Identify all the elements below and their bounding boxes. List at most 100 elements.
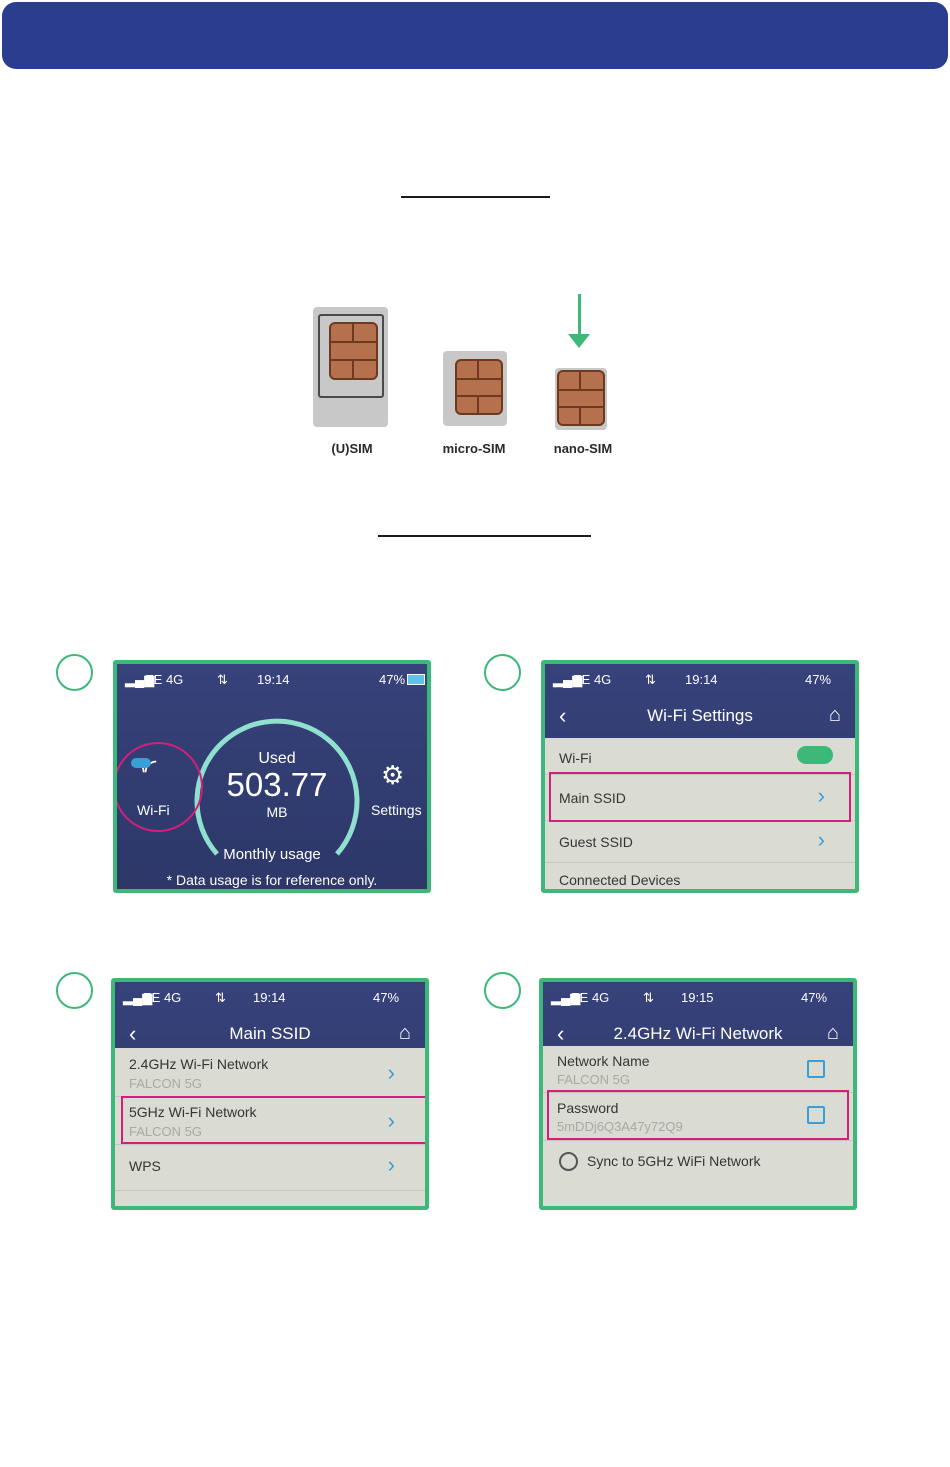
home-icon[interactable]: ⌂ <box>828 704 841 726</box>
micro-sim-card <box>443 351 507 426</box>
ssid-list: 2.4GHz Wi-Fi Network FALCON 5G › 5GHz Wi… <box>115 1048 425 1206</box>
data-transfer-icon: ⇅ <box>645 672 656 687</box>
wifi-toggle[interactable] <box>797 746 833 764</box>
sync-label: Sync to 5GHz WiFi Network <box>587 1153 761 1169</box>
status-bar: ▂▄▆ EE 4G ⇅ 19:15 47% <box>543 982 853 1012</box>
edit-icon[interactable] <box>807 1060 825 1078</box>
nano-sim-label: nano-SIM <box>553 441 613 456</box>
5ghz-highlight <box>121 1096 425 1144</box>
list-item-network-name[interactable]: Network Name FALCON 5G <box>543 1046 853 1093</box>
clock: 19:14 <box>257 672 290 687</box>
status-bar: ▂▄▆ EE 4G ⇅ 19:14 47% <box>545 664 855 694</box>
chevron-right-icon: › <box>817 783 825 808</box>
usim-label: (U)SIM <box>331 441 373 456</box>
clock: 19:14 <box>253 990 286 1005</box>
list-item-24ghz[interactable]: 2.4GHz Wi-Fi Network FALCON 5G › <box>115 1048 425 1097</box>
row-label: Wi-Fi <box>559 750 592 766</box>
wifi-highlight-circle <box>117 742 203 832</box>
clock: 19:15 <box>681 990 714 1005</box>
row-label: WPS <box>129 1158 161 1174</box>
screen-main-ssid: ▂▄▆ EE 4G ⇅ 19:14 47% ‹ Main SSID ⌂ 2.4G… <box>111 978 429 1210</box>
home-icon[interactable]: ⌂ <box>826 1022 839 1044</box>
sim-chip <box>557 370 605 426</box>
row-label: Main SSID <box>559 790 626 806</box>
settings-list: Wi-Fi Main SSID › Guest SSID › Connected… <box>545 738 855 889</box>
data-transfer-icon: ⇅ <box>217 672 228 687</box>
data-transfer-icon: ⇅ <box>643 990 654 1005</box>
carrier-label: EE 4G <box>143 990 182 1005</box>
carrier-label: EE 4G <box>145 672 184 687</box>
list-item-sync[interactable]: Sync to 5GHz WiFi Network <box>543 1140 853 1184</box>
back-chevron-icon[interactable]: ‹ <box>129 1021 137 1046</box>
screen-header: ‹ 2.4GHz Wi-Fi Network ⌂ <box>543 1012 853 1056</box>
status-bar: ▂▄▆ EE 4G ⇅ 19:14 47% <box>115 982 425 1012</box>
screen-wifi-settings: ▂▄▆ EE 4G ⇅ 19:14 47% ‹ Wi-Fi Settings ⌂… <box>541 660 859 893</box>
section-heading-underline <box>401 196 550 198</box>
carrier-label: EE 4G <box>573 672 612 687</box>
usage-note: * Data usage is for reference only. <box>166 872 378 888</box>
nano-sim-card <box>555 368 607 430</box>
battery-icon <box>407 674 425 685</box>
back-chevron-icon[interactable]: ‹ <box>559 703 567 728</box>
header-banner <box>2 2 948 69</box>
clock: 19:14 <box>685 672 718 687</box>
edit-icon[interactable] <box>807 1106 825 1124</box>
row-value: 5mDDj6Q3A47y72Q9 <box>557 1119 683 1134</box>
section-heading-underline-2 <box>378 535 591 537</box>
step-3-circle <box>56 972 93 1009</box>
wifi-label[interactable]: Wi-Fi <box>137 802 170 818</box>
monthly-usage-label: Monthly usage <box>223 846 321 863</box>
screen-title: Wi-Fi Settings <box>647 706 753 725</box>
row-value: FALCON 5G <box>129 1076 202 1091</box>
list-item-connected-devices[interactable]: Connected Devices <box>545 862 855 889</box>
arrow-head-icon <box>568 334 590 348</box>
micro-sim-label: micro-SIM <box>442 441 506 456</box>
settings-label[interactable]: Settings <box>371 802 422 818</box>
battery-label: 47% <box>805 672 832 687</box>
row-label: 2.4GHz Wi-Fi Network <box>129 1056 269 1072</box>
list-item-password[interactable]: Password 5mDDj6Q3A47y72Q9 <box>543 1092 853 1141</box>
main-ssid-highlight <box>549 772 851 822</box>
screen-header: ‹ Main SSID ⌂ <box>115 1012 425 1056</box>
network-settings-list: Network Name FALCON 5G Password 5mDDj6Q3… <box>543 1046 853 1206</box>
screen-home: ▂▄▆ EE 4G ⇅ 19:14 47% Used 503.77 MB ◝◜ … <box>113 660 431 893</box>
signal-icon: ▂▄▆ <box>123 990 153 1005</box>
chevron-right-icon: › <box>387 1108 395 1133</box>
list-item-wps[interactable]: WPS › <box>115 1144 425 1191</box>
home-icon[interactable]: ⌂ <box>398 1022 411 1044</box>
row-label: Network Name <box>557 1053 650 1069</box>
arrow-down-icon <box>578 294 581 336</box>
battery-label: 47% <box>801 990 828 1005</box>
chevron-right-icon: › <box>817 827 825 852</box>
battery-label: 47% <box>373 990 400 1005</box>
row-label: Connected Devices <box>559 872 681 888</box>
step-2-circle <box>484 654 521 691</box>
row-label: Guest SSID <box>559 834 633 850</box>
signal-icon: ▂▄▆ <box>551 990 581 1005</box>
radio-button[interactable] <box>559 1152 578 1171</box>
carrier-label: EE 4G <box>571 990 610 1005</box>
list-item-5ghz[interactable]: 5GHz Wi-Fi Network FALCON 5G › <box>115 1096 425 1145</box>
status-bar: ▂▄▆ EE 4G ⇅ 19:14 47% <box>117 664 427 694</box>
gear-icon[interactable]: ⚙ <box>381 760 405 790</box>
wifi-toggle-icon <box>131 758 151 768</box>
password-highlight <box>547 1090 849 1140</box>
sim-chip <box>329 322 378 380</box>
back-chevron-icon[interactable]: ‹ <box>557 1021 565 1046</box>
list-item-wifi[interactable]: Wi-Fi <box>545 738 855 775</box>
row-value: FALCON 5G <box>129 1124 202 1139</box>
screen-title: 2.4GHz Wi-Fi Network <box>613 1024 783 1043</box>
data-transfer-icon: ⇅ <box>215 990 226 1005</box>
battery-label: 47% <box>379 672 406 687</box>
sim-chip <box>455 359 503 415</box>
row-label: Password <box>557 1100 619 1116</box>
signal-icon: ▂▄▆ <box>125 672 155 687</box>
used-value: 503.77 <box>226 766 328 803</box>
list-item-guest-ssid[interactable]: Guest SSID › <box>545 820 855 863</box>
step-1-circle <box>56 654 93 691</box>
screen-24ghz-network: ▂▄▆ EE 4G ⇅ 19:15 47% ‹ 2.4GHz Wi-Fi Net… <box>539 978 857 1210</box>
row-value: FALCON 5G <box>557 1072 630 1087</box>
used-unit: MB <box>266 804 288 820</box>
chevron-right-icon: › <box>387 1152 395 1177</box>
usim-card <box>313 307 388 427</box>
